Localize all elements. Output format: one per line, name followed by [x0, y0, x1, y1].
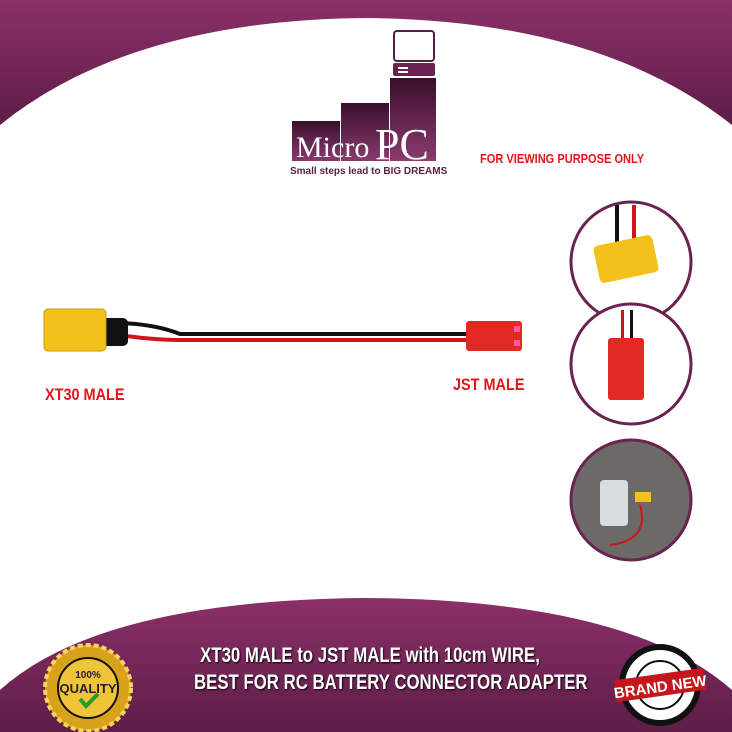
detail-circle-installed — [569, 438, 693, 562]
bottom-band — [0, 598, 732, 732]
detail-circle-xt30 — [569, 200, 693, 324]
logo-tagline: Small steps lead to BIG DREAMS — [290, 166, 448, 177]
quality-word: QUALITY — [59, 681, 116, 696]
logo-graphic: Micro PC — [292, 30, 436, 169]
product-title: XT30 MALE to JST MALE with 10cm WIRE, BE… — [194, 642, 588, 696]
label-jst: JST MALE — [453, 375, 525, 394]
logo-text: Micro — [296, 131, 369, 164]
brand-new-badge: BRAND NEW — [613, 644, 709, 726]
cable-product — [43, 308, 522, 352]
quality-pct: 100% — [75, 670, 101, 681]
label-xt30: XT30 MALE — [45, 385, 125, 404]
check-icon — [78, 692, 100, 709]
top-band — [0, 0, 732, 125]
quality-badge: 100% QUALITY — [43, 643, 133, 732]
title-line-1: XT30 MALE to JST MALE with 10cm WIRE, — [200, 644, 540, 667]
title-line-2: BEST FOR RC BATTERY CONNECTOR ADAPTER — [194, 671, 588, 694]
svg-text:PC: PC — [375, 120, 429, 169]
viewing-notice: FOR VIEWING PURPOSE ONLY — [480, 151, 645, 166]
detail-circle-jst — [569, 302, 693, 426]
